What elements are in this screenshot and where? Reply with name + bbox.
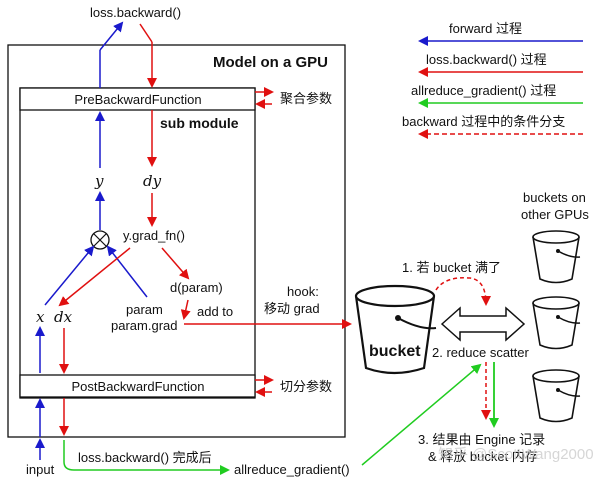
- legend-label-allreduce: allreduce_gradient() 过程: [411, 83, 556, 98]
- other-bucket-icon-3: [532, 369, 581, 423]
- buckets-other-label-2: other GPUs: [521, 207, 589, 222]
- step2-label: 2. reduce scatter: [432, 345, 529, 360]
- grad-fn-label: y.grad_fn(): [123, 228, 185, 243]
- bucket-icon: [354, 284, 437, 375]
- split-params-label: 切分参数: [280, 379, 332, 394]
- param-grad-label: param.grad: [111, 318, 177, 333]
- step3-label-1: 3. 结果由 Engine 记录: [418, 432, 545, 447]
- bucket-label: bucket: [369, 343, 421, 360]
- post-backward-box: [19, 374, 256, 398]
- step1-dashed-arrow: [435, 277, 491, 306]
- legend-label-backward: loss.backward() 过程: [426, 52, 547, 67]
- watermark: 知乎 @ScottWang2000: [438, 446, 594, 463]
- allreduce-path: [63, 440, 230, 475]
- y-label: y: [94, 172, 104, 190]
- post-backward-label: PostBackwardFunction: [72, 379, 205, 394]
- step3-label-2: & 释放 bucket 内存: [428, 449, 538, 464]
- hook-label-2: 移动 grad: [264, 301, 320, 316]
- d-param-label: d(param): [170, 280, 223, 295]
- backward-gradfn-to-dparam: [161, 247, 190, 280]
- sub-module-box: [19, 87, 256, 399]
- forward-param-to-op: [106, 245, 148, 298]
- legend-label-forward: forward 过程: [449, 21, 522, 36]
- buckets-other-label-1: buckets on: [523, 190, 586, 205]
- input-label: input: [26, 462, 55, 477]
- forward-x-to-op: [44, 245, 95, 306]
- top-backward-label: loss.backward(): [90, 5, 181, 20]
- other-bucket-icon-2: [532, 296, 581, 350]
- other-bucket-icon-1: [532, 230, 581, 284]
- allreduce-to-scatter: [361, 363, 482, 466]
- aggregate-params-label: 聚合参数: [280, 91, 332, 106]
- dx-label: dx: [54, 308, 73, 326]
- pre-backward-label: PreBackwardFunction: [74, 92, 201, 107]
- add-to-label: add to: [197, 304, 233, 319]
- sub-module-label: sub module: [160, 115, 239, 131]
- legend: forward 过程 loss.backward() 过程 allreduce_…: [402, 21, 583, 139]
- hook-label-1: hook:: [287, 284, 319, 299]
- add-to-arrow: [180, 299, 191, 320]
- backward-gradfn-to-dx: [58, 247, 131, 307]
- model-box: [7, 44, 346, 438]
- double-arrow-icon: [440, 306, 526, 342]
- param-label: param: [126, 302, 163, 317]
- allreduce-call-label: allreduce_gradient(): [234, 462, 350, 477]
- multiply-op-icon: [90, 230, 110, 250]
- forward-out-arrow-2: [99, 21, 124, 51]
- backward-done-label: loss.backward() 完成后: [78, 450, 212, 465]
- legend-label-branch: backward 过程中的条件分支: [402, 114, 565, 129]
- step1-label: 1. 若 bucket 满了: [402, 260, 501, 275]
- x-label: x: [36, 308, 45, 326]
- model-title: Model on a GPU: [213, 54, 328, 71]
- dy-label: dy: [143, 172, 162, 190]
- backward-in-arrow: [139, 23, 153, 43]
